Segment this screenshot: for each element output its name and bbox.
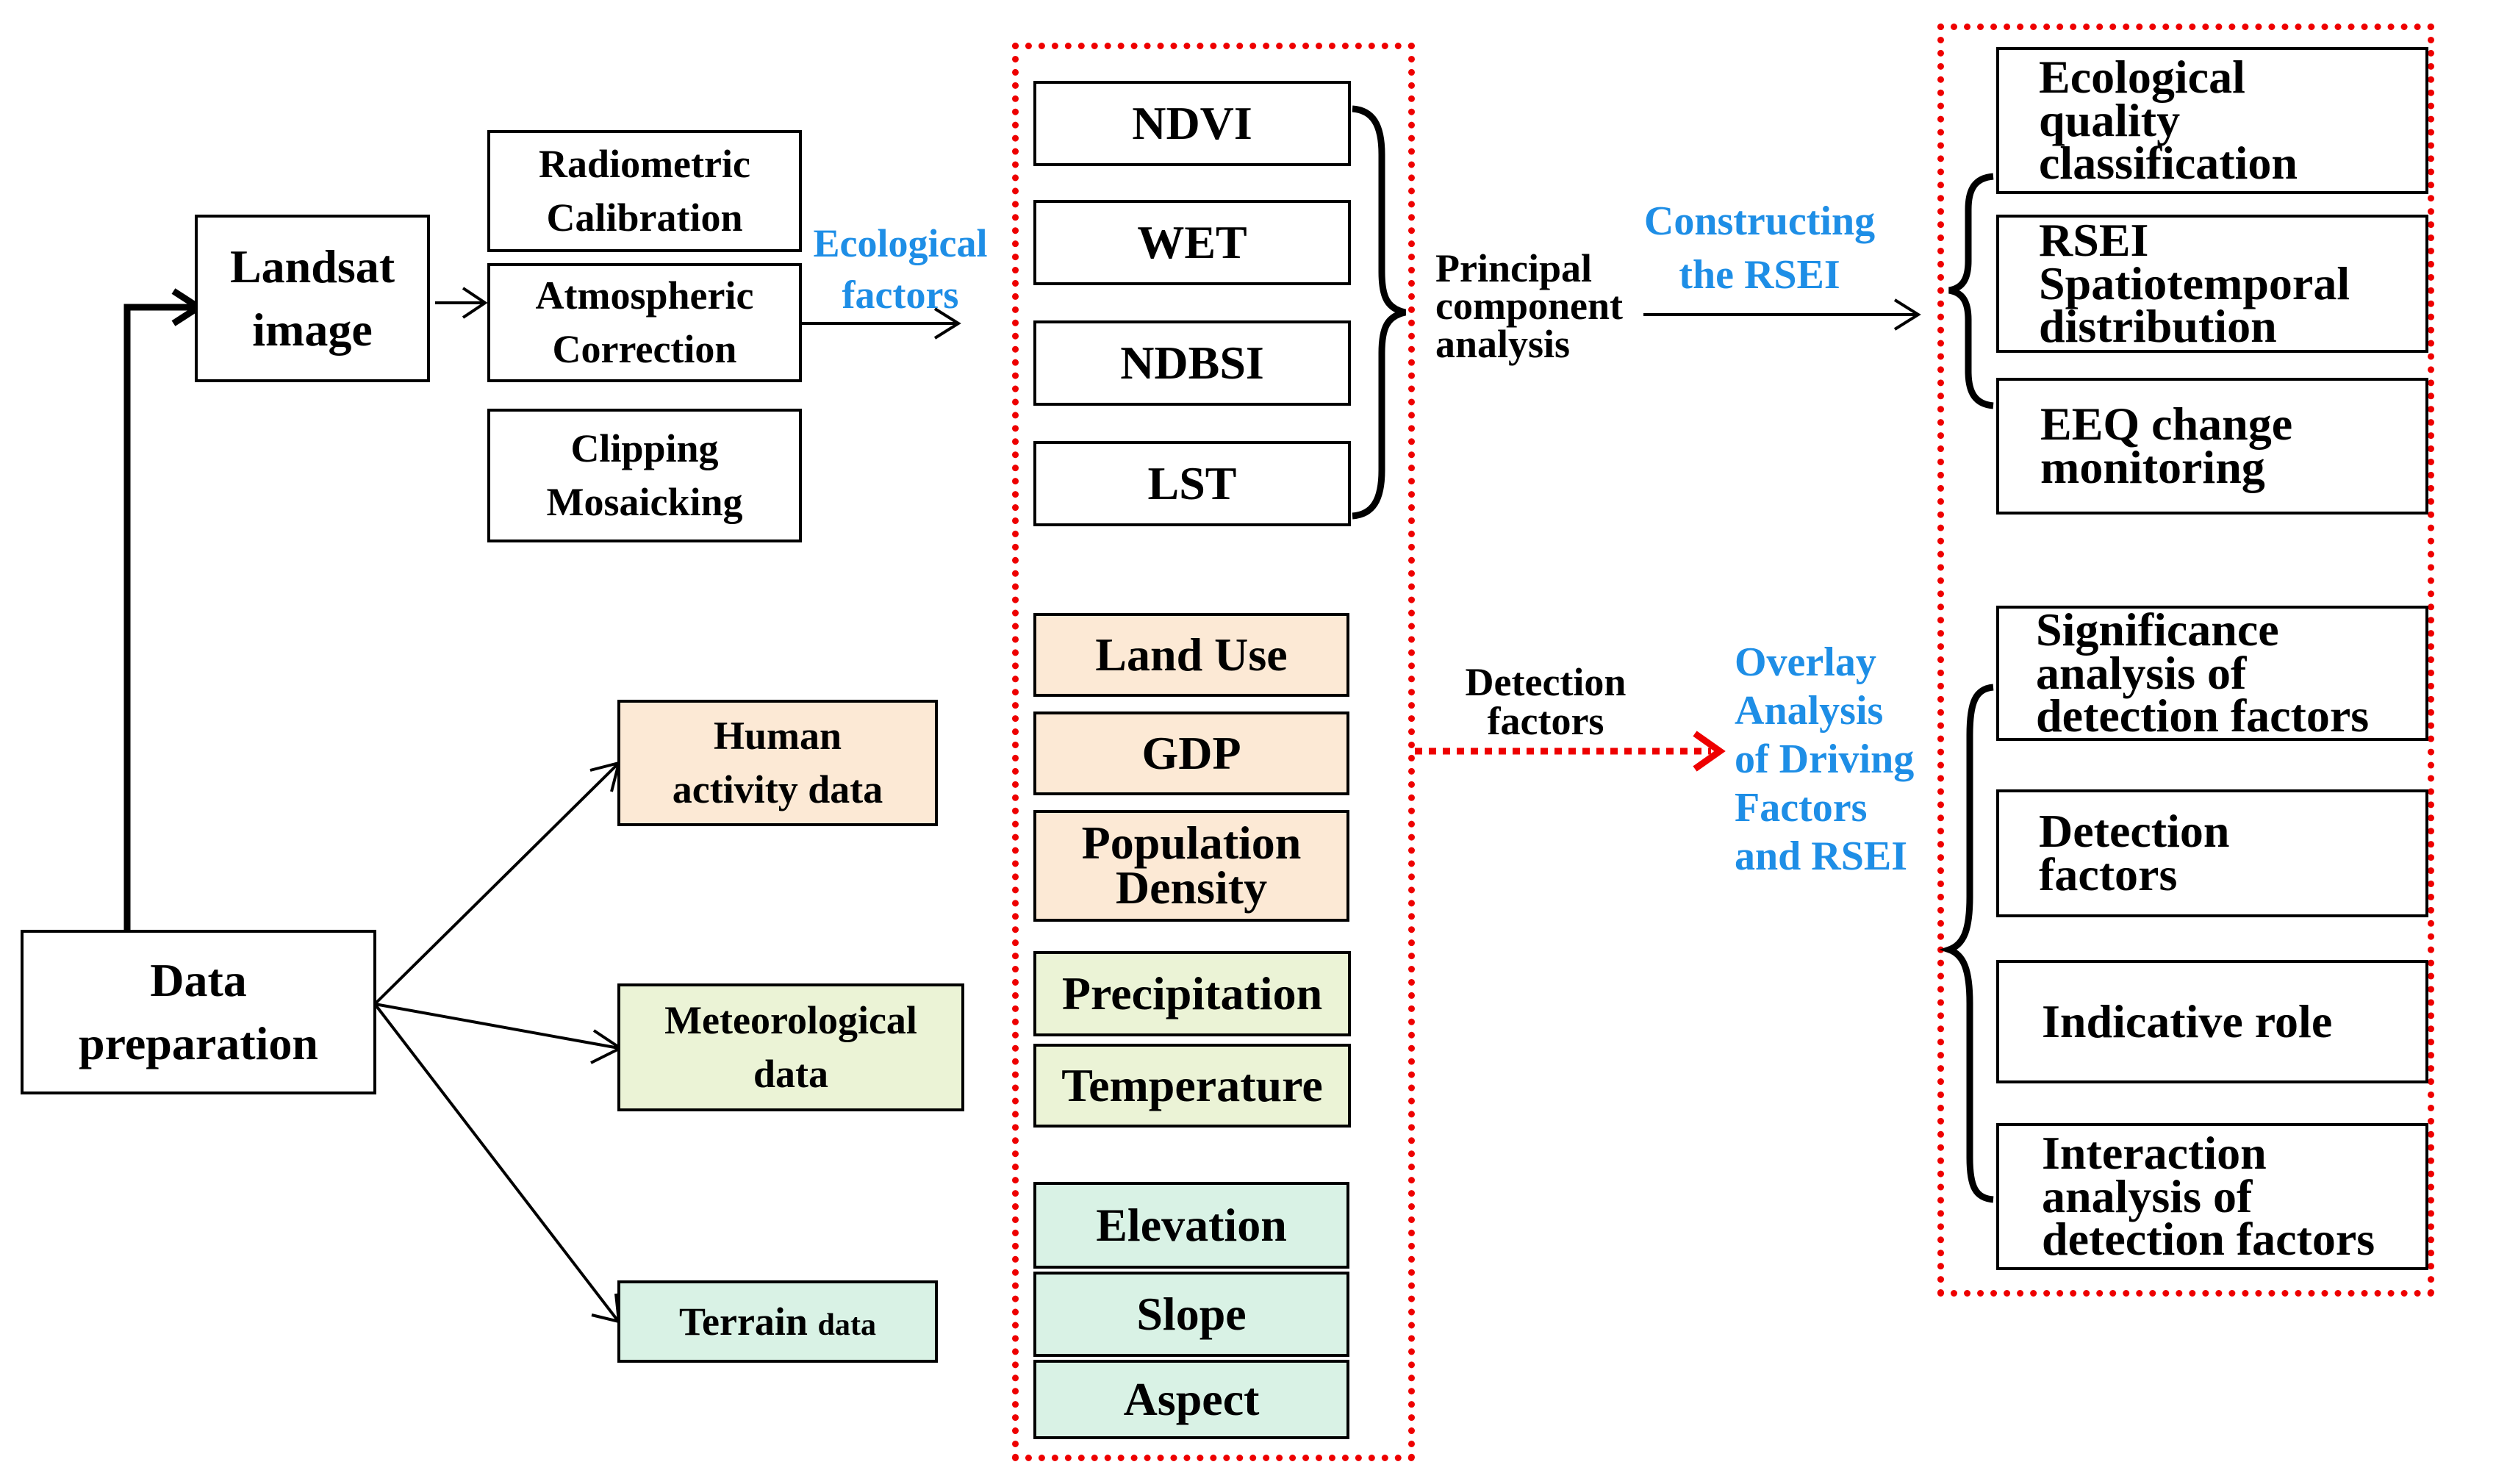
aspect-box: Aspect	[1033, 1360, 1349, 1439]
radiometric-calibration-box: Radiometric Calibration	[487, 130, 802, 252]
gdp-label: GDP	[1141, 727, 1241, 779]
significance-analysis-label: Significance analysis of detection facto…	[2036, 603, 2370, 742]
precipitation-label: Precipitation	[1061, 967, 1323, 1019]
atmospheric-correction-label: Atmospheric Correction	[535, 273, 754, 371]
wet-box: WET	[1033, 200, 1351, 285]
detection-factors-output-label: Detection factors	[2039, 805, 2230, 900]
precipitation-box: Precipitation	[1033, 951, 1351, 1036]
arrow-pca-to-outputs	[1643, 298, 1921, 331]
detection-factors-box: Detection factors	[1996, 789, 2428, 917]
meteorological-data-label: Meteorological data	[664, 998, 917, 1096]
ndbsi-label: NDBSI	[1120, 337, 1264, 389]
terrain-data-text: Terrain data	[679, 1302, 876, 1341]
aspect-label: Aspect	[1123, 1373, 1260, 1425]
human-activity-data-label: Human activity data	[672, 714, 883, 811]
ecological-quality-box: Ecological quality classification	[1996, 47, 2428, 194]
results-container	[1937, 24, 2434, 1297]
constructing-rsei-label: Constructing the RSEI	[1643, 198, 1876, 298]
eeq-change-box: EEQ change monitoring	[1996, 378, 2428, 515]
elevation-box: Elevation	[1033, 1182, 1349, 1269]
population-density-box: Population Density	[1033, 810, 1349, 922]
wet-label: WET	[1137, 216, 1247, 268]
ndvi-label: NDVI	[1132, 97, 1252, 149]
meteorological-data-box: Meteorological data	[617, 983, 964, 1111]
radiometric-calibration-label: Radiometric Calibration	[539, 142, 750, 240]
ecological-quality-label: Ecological quality classification	[2039, 50, 2298, 190]
clipping-mosaicking-label: Clipping Mosaicking	[546, 426, 743, 524]
gdp-box: GDP	[1033, 711, 1349, 795]
terrain-data-box: Terrain data	[617, 1280, 938, 1363]
land-use-label: Land Use	[1095, 628, 1288, 681]
interaction-analysis-box: Interaction analysis of detection factor…	[1996, 1123, 2428, 1270]
interaction-analysis-label: Interaction analysis of detection factor…	[2042, 1126, 2375, 1266]
temperature-label: Temperature	[1061, 1059, 1323, 1111]
arrow-data-to-human	[373, 761, 621, 1006]
overlay-analysis-label: Overlay Analysis of Driving Factors and …	[1735, 639, 1915, 880]
elevation-label: Elevation	[1096, 1199, 1287, 1251]
clipping-mosaicking-box: Clipping Mosaicking	[487, 409, 802, 542]
atmospheric-correction-box: Atmospheric Correction	[487, 263, 802, 382]
factors-container	[1012, 43, 1415, 1461]
slope-label: Slope	[1136, 1288, 1247, 1340]
landsat-image-box: Landsat image	[195, 215, 430, 382]
detection-factors-label: Detection factors	[1465, 660, 1627, 743]
arrow-detection-to-overlay-head	[1693, 731, 1726, 772]
spatiotemporal-distribution-label: RSEI Spatiotemporal distribution	[2039, 213, 2350, 353]
ecological-factors-label: Ecological factors	[813, 221, 988, 318]
slope-box: Slope	[1033, 1272, 1349, 1357]
lst-label: LST	[1147, 457, 1237, 509]
ndbsi-box: NDBSI	[1033, 320, 1351, 406]
indicative-role-label: Indicative role	[2042, 995, 2333, 1047]
indicative-role-box: Indicative role	[1996, 960, 2428, 1083]
temperature-box: Temperature	[1033, 1044, 1351, 1128]
land-use-box: Land Use	[1033, 613, 1349, 697]
human-activity-data-box: Human activity data	[617, 700, 938, 826]
terrain-data-suffix: data	[817, 1308, 877, 1342]
data-preparation-box: Data preparation	[21, 930, 376, 1094]
arrow-landsat-to-preprocessing	[435, 287, 488, 319]
spatiotemporal-distribution-box: RSEI Spatiotemporal distribution	[1996, 215, 2428, 353]
lst-box: LST	[1033, 441, 1351, 526]
significance-analysis-box: Significance analysis of detection facto…	[1996, 606, 2428, 741]
arrow-data-to-terrain	[373, 1003, 621, 1324]
ndvi-box: NDVI	[1033, 81, 1351, 166]
eeq-change-label: EEQ change monitoring	[2040, 398, 2293, 493]
data-preparation-label: Data preparation	[79, 953, 318, 1069]
landsat-image-label: Landsat image	[229, 240, 395, 356]
pca-label: Principal component analysis	[1435, 246, 1623, 366]
population-density-label: Population Density	[1081, 817, 1302, 914]
arrow-data-to-meteorological	[374, 1003, 623, 1064]
terrain-data-main: Terrain	[678, 1300, 818, 1344]
arrow-data-to-landsat	[123, 304, 193, 930]
